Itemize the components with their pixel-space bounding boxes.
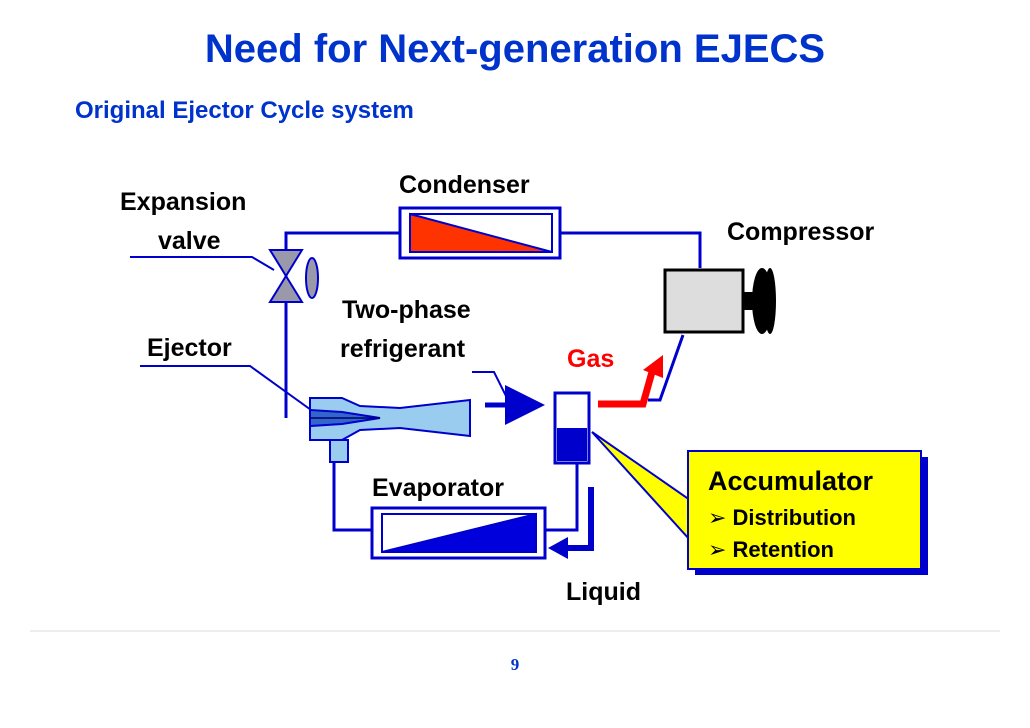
accumulator-callout: Accumulator ➢ Distribution ➢ Retention <box>687 450 928 575</box>
callout-title: Accumulator <box>708 466 874 496</box>
label-expansion-line1: Expansion <box>120 188 246 216</box>
label-two-phase-line2: refrigerant <box>340 335 466 363</box>
label-expansion-line2: valve <box>158 227 221 255</box>
evaporator <box>370 506 547 560</box>
label-gas: Gas <box>567 345 614 373</box>
liquid-arrow <box>548 487 594 559</box>
slide-subtitle: Original Ejector Cycle system <box>75 97 414 124</box>
piping <box>284 231 702 532</box>
callout-item-2: ➢ Retention <box>708 537 834 562</box>
expansion-valve <box>268 249 319 303</box>
label-ejector: Ejector <box>147 334 232 362</box>
label-two-phase-line1: Two-phase <box>342 296 471 324</box>
label-condenser: Condenser <box>399 171 530 199</box>
two-phase-leader <box>472 371 507 397</box>
label-compressor: Compressor <box>727 218 875 246</box>
page-number: 9 <box>511 655 520 674</box>
compressor <box>663 268 776 334</box>
label-liquid: Liquid <box>566 578 641 606</box>
slide-title: Need for Next-generation EJECS <box>205 27 825 71</box>
callout-item-1: ➢ Distribution <box>708 505 856 530</box>
condenser <box>398 206 562 260</box>
accumulator <box>553 391 591 465</box>
gas-arrow <box>598 355 663 408</box>
label-evaporator: Evaporator <box>372 474 504 502</box>
leader-lines <box>130 256 319 416</box>
callout-pointer <box>591 431 691 543</box>
ejector <box>309 397 471 463</box>
